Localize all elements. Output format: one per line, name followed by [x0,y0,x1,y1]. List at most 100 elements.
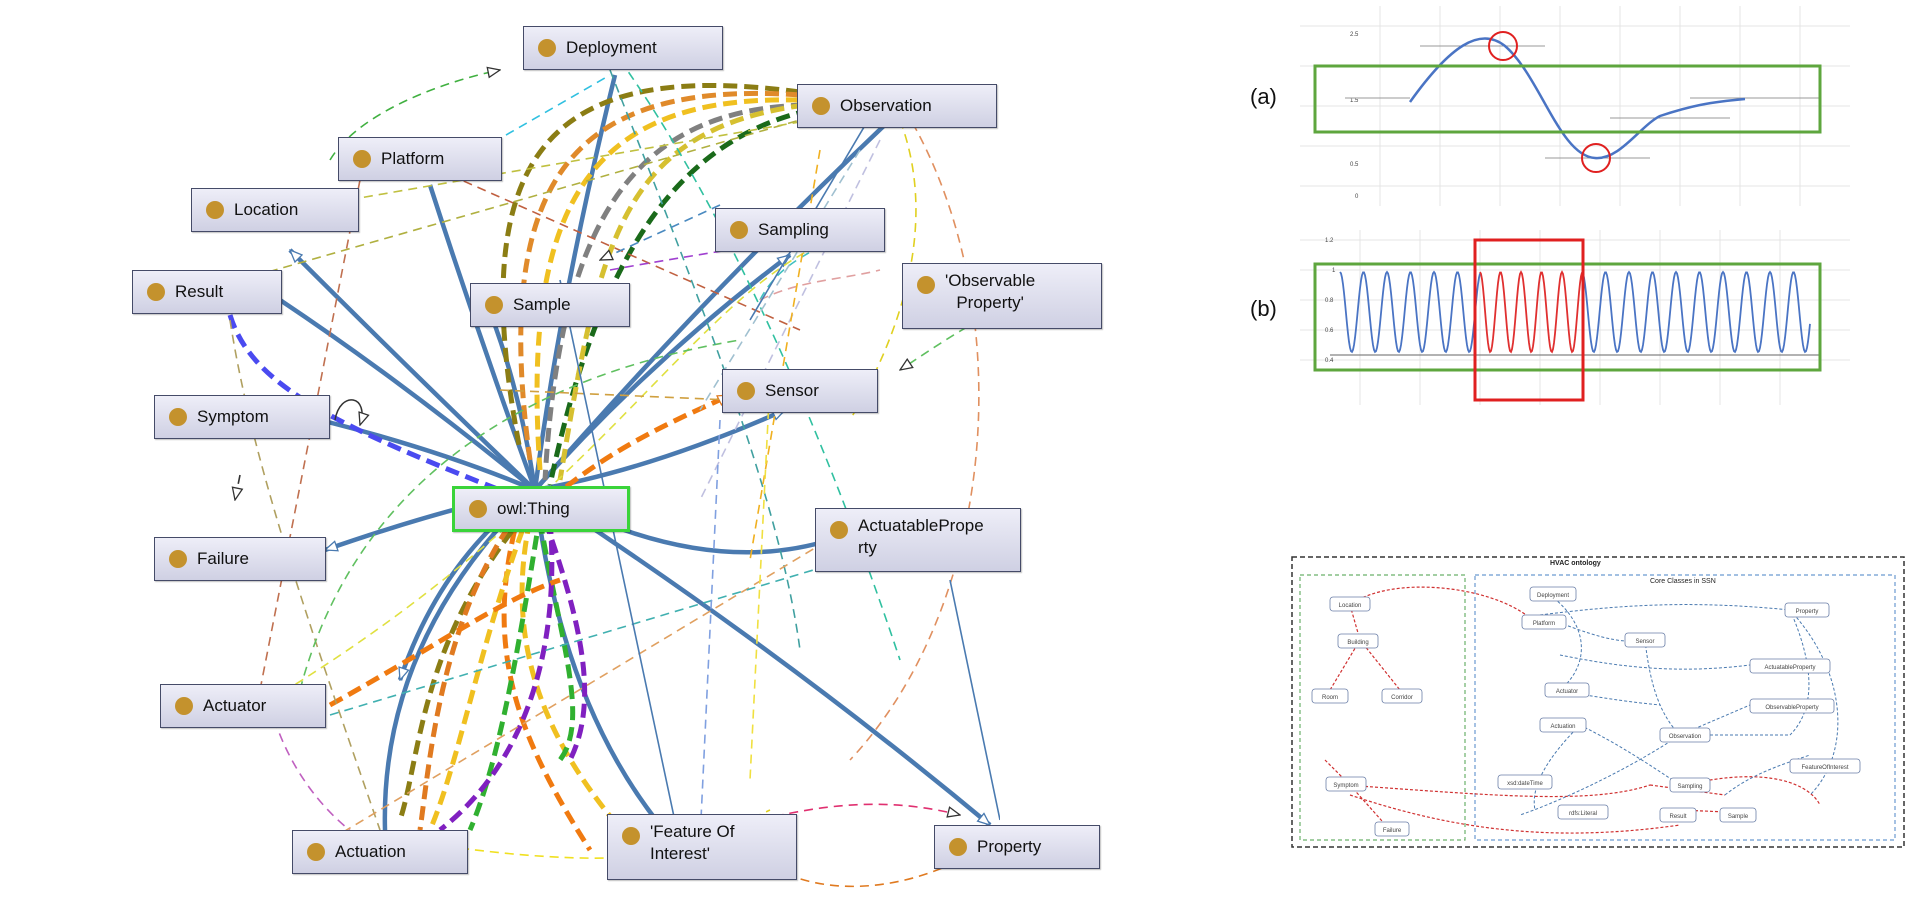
b-green-box [1313,262,1822,372]
node-label: Sample [513,295,571,314]
property-arcs [227,83,811,852]
node-feature-of-interest[interactable]: 'Feature Of Interest' [607,814,797,880]
class-icon [469,500,487,518]
class-icon [917,276,935,294]
c-node-deployment: Deployment [1537,593,1569,599]
a-ytick-3: 0 [1355,194,1359,200]
node-label: owl:Thing [497,499,570,518]
c-node-observable-property: ObservableProperty [1765,705,1818,711]
b-ytick-4: 0.4 [1325,358,1334,364]
a-peak-circle [1488,31,1518,61]
class-icon [622,827,640,845]
b-ytick-3: 0.6 [1325,328,1334,334]
b-ytick-1: 1 [1332,268,1336,274]
class-icon [206,201,224,219]
node-property[interactable]: Property [934,825,1100,869]
node-sensor[interactable]: Sensor [722,369,878,413]
node-deployment[interactable]: Deployment [523,26,723,70]
panel-a-curve: 2.5 1.5 0.5 0 [1300,6,1850,206]
edge-thing-symptom [319,417,536,493]
edge-thing-property [533,488,992,827]
class-icon [169,408,187,426]
c-node-sample: Sample [1728,814,1749,820]
node-actuator[interactable]: Actuator [160,684,326,728]
node-actuatable-property[interactable]: ActuatablePrope rty [815,508,1021,572]
panel-b-wave: 1.2 1 0.8 0.6 0.4 [1300,230,1850,405]
b-ytick-2: 0.8 [1325,298,1334,304]
class-icon [812,97,830,115]
class-icon [485,296,503,314]
c-node-failure: Failure [1383,828,1402,834]
node-sampling[interactable]: Sampling [715,208,885,252]
ontology-graph-canvas [227,59,1000,888]
node-owl-thing[interactable]: owl:Thing [452,486,630,532]
class-icon [538,39,556,57]
edge-thing-result [278,298,537,492]
node-observation[interactable]: Observation [797,84,997,128]
b-red-box [1473,238,1585,402]
c-node-property: Property [1796,609,1819,615]
node-actuation[interactable]: Actuation [292,830,468,874]
c-node-symptom: Symptom [1333,783,1358,789]
node-label: ActuatablePrope rty [858,516,984,557]
edge-thing-location [288,248,537,492]
symptom-self-loop [334,399,362,425]
panel-c-hvac-ontology: HVAC ontology Core Classes in SSN [1291,556,1905,848]
c-node-platform: Platform [1533,621,1555,627]
panel-b-label: (b) [1250,296,1277,321]
b-ytick-0: 1.2 [1325,238,1334,244]
node-label: 'Feature Of Interest' [650,822,735,863]
c-node-room: Room [1322,695,1338,701]
node-label: Symptom [197,407,269,426]
c-node-location: Location [1339,603,1362,609]
node-label: 'Observable Property' [945,271,1036,312]
class-icon [830,521,848,539]
a-trough-circle [1581,143,1611,173]
b-wave-red-middle [1479,270,1583,354]
a-ytick-1: 1.5 [1350,98,1359,104]
node-result[interactable]: Result [132,270,282,314]
node-label: Result [175,282,224,301]
node-label: Deployment [566,38,657,57]
class-icon [169,550,187,568]
c-node-corridor: Corridor [1391,695,1413,701]
c-node-observation: Observation [1669,734,1701,740]
node-label: Actuator [203,696,267,715]
class-icon [737,382,755,400]
node-label: Sensor [765,381,819,400]
node-failure[interactable]: Failure [154,537,326,581]
class-icon [147,283,165,301]
edge-thing-platform [427,184,538,491]
c-node-sampling: Sampling [1677,784,1702,790]
c-node-feature-of-interest: FeatureOfInterest [1801,765,1848,771]
subclass-edges [278,74,992,831]
b-wave-blue-left [1339,270,1481,354]
node-label: Observation [840,96,932,115]
node-observable-property[interactable]: 'Observable Property' [902,263,1102,329]
node-label: Location [234,200,299,219]
node-location[interactable]: Location [191,188,359,232]
a-ytick-2: 0.5 [1350,162,1359,168]
node-sample[interactable]: Sample [470,283,630,327]
node-platform[interactable]: Platform [338,137,502,181]
node-label: Failure [197,549,249,568]
c-node-rdfs-literal: rdfs:Literal [1569,811,1597,817]
c-node-actuatable-property: ActuatableProperty [1764,665,1815,671]
node-label: Platform [381,149,445,168]
class-icon [730,221,748,239]
c-node-sensor: Sensor [1635,639,1654,645]
c-node-actuation: Actuation [1550,724,1575,730]
node-label: Actuation [335,842,406,861]
a-ytick-0: 2.5 [1350,32,1359,38]
panel-a-label: (a) [1250,84,1277,109]
class-icon [307,843,325,861]
c-core-title: Core Classes in SSN [1650,578,1716,585]
edge-thing-sensor [534,407,785,493]
c-title: HVAC ontology [1550,560,1601,567]
node-symptom[interactable]: Symptom [154,395,330,439]
node-label: Sampling [758,220,829,239]
class-icon [353,150,371,168]
class-icon [949,838,967,856]
c-node-xsd-datetime: xsd:dateTime [1507,781,1543,787]
c-node-actuator: Actuator [1556,689,1578,695]
